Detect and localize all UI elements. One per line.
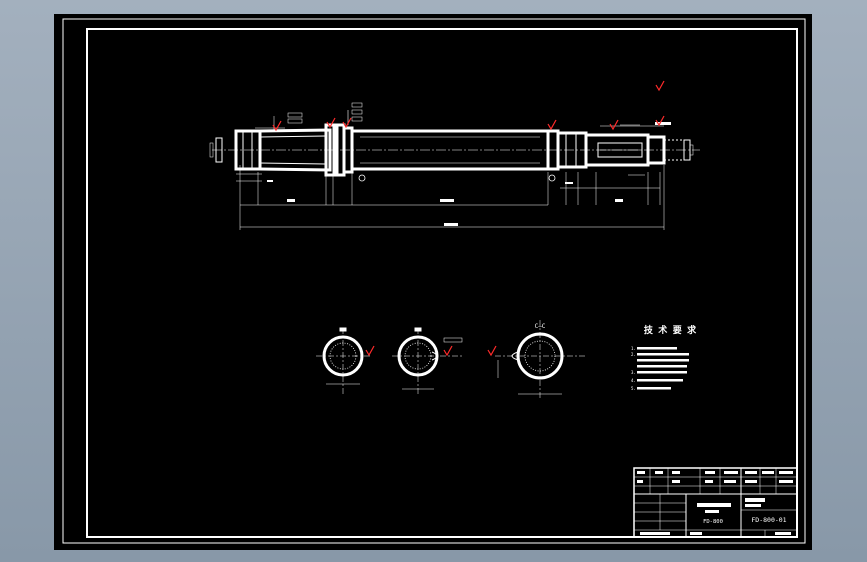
section-a-outer [322, 335, 364, 377]
shaft-left-end [215, 137, 223, 163]
title-block-frame [633, 467, 798, 538]
section-a [316, 327, 372, 396]
spline-keyway [597, 142, 643, 158]
drawing-sheet [54, 14, 812, 550]
drawing-frame [86, 28, 798, 538]
section-c [495, 320, 585, 400]
section-c-label: C—C [535, 323, 546, 330]
tech-req-item-3: 3. [631, 370, 636, 375]
shaft-collar-1 [324, 123, 336, 177]
title-block-fills [637, 471, 793, 535]
section-a-hatch [329, 342, 357, 370]
title-block [633, 467, 798, 538]
main-dimensions [236, 116, 665, 230]
section-b [392, 327, 463, 396]
section-c-outer [516, 332, 564, 380]
drawing-number: FD-800-01 [751, 516, 786, 524]
tech-req-item-4: 4. [631, 378, 636, 383]
tech-req-item-2: 2. [631, 352, 636, 357]
outer-border [62, 18, 806, 544]
shaft-right-end [646, 135, 666, 165]
technical-requirements: 技 术 要 求 1. 2. 3. 4. 5. [631, 324, 697, 391]
shaft-taper [259, 128, 332, 172]
tech-req-item-5: 5. [631, 386, 636, 391]
tech-req-item-1: 1. [631, 346, 636, 351]
roughness-symbols [272, 80, 665, 357]
section-views [316, 320, 585, 400]
shaft-journal-1 [234, 129, 262, 171]
tech-req-title: 技 术 要 求 [644, 324, 697, 336]
main-view-annotations [209, 102, 694, 226]
shaft-main-view [212, 110, 700, 230]
part-name: FD-800 [703, 519, 723, 525]
